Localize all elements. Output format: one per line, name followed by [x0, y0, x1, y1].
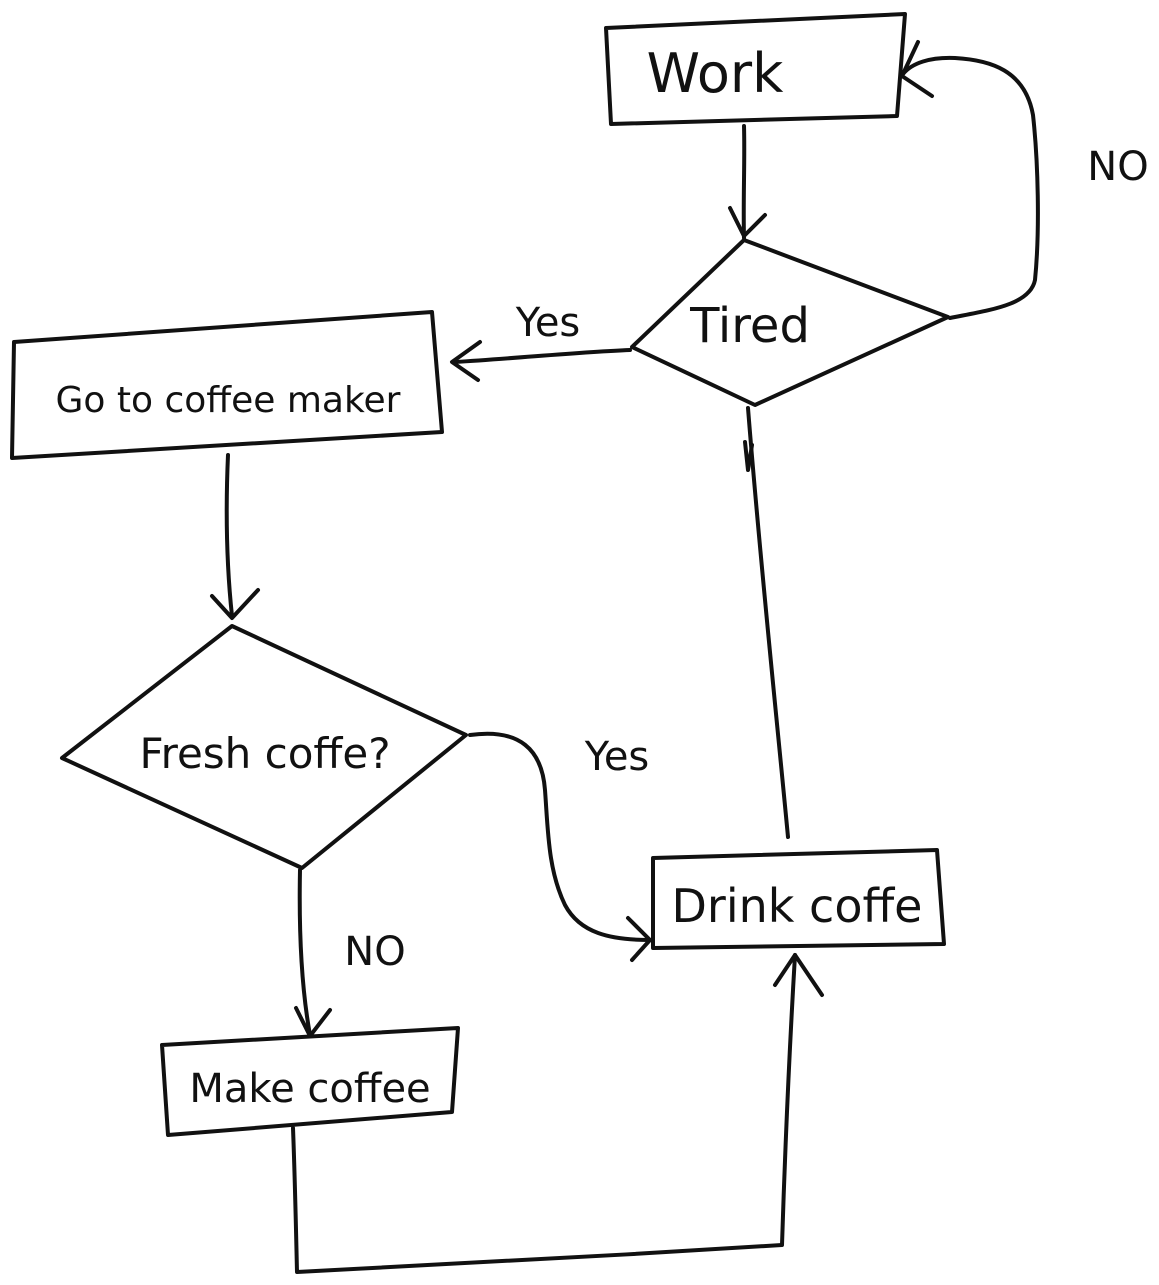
edge-work-to-tired [728, 124, 767, 240]
edge-tired-no: NO [900, 40, 1149, 320]
node-work-label: Work [647, 42, 784, 105]
node-go-to-coffee-maker-label: Go to coffee maker [56, 380, 401, 421]
node-go-to-coffee-maker: Go to coffee maker [10, 310, 444, 460]
node-drink-coffee-label: Drink coffe [672, 879, 923, 933]
edge-tired-no-label: NO [1087, 144, 1148, 190]
arrowhead-icon [743, 440, 754, 472]
edge-go-to-fresh [210, 453, 260, 620]
arrowhead-icon [900, 40, 934, 98]
edge-make-to-drink [291, 953, 824, 1274]
node-tired-label: Tired [689, 298, 810, 354]
edge-fresh-no: NO [294, 868, 406, 1038]
edge-tired-yes-label: Yes [515, 300, 581, 346]
node-tired: Tired [630, 238, 950, 407]
node-work: Work [604, 12, 907, 126]
arrowhead-icon [773, 953, 824, 997]
edge-tired-yes: Yes [450, 300, 632, 382]
arrowhead-icon [210, 588, 260, 620]
node-make-coffee-label: Make coffee [189, 1066, 430, 1112]
arrowhead-icon [626, 916, 652, 962]
arrowhead-icon [294, 1006, 332, 1038]
node-drink-coffee: Drink coffe [651, 848, 946, 950]
node-fresh-coffee: Fresh coffe? [60, 624, 468, 870]
arrowhead-icon [728, 206, 767, 238]
edge-drink-to-tired [743, 406, 790, 839]
edge-fresh-yes: Yes [468, 731, 652, 962]
node-fresh-coffee-label: Fresh coffe? [140, 729, 391, 778]
edge-fresh-yes-label: Yes [584, 734, 650, 780]
edge-fresh-no-label: NO [344, 929, 405, 975]
arrowhead-icon [450, 340, 482, 382]
node-make-coffee: Make coffee [160, 1026, 460, 1137]
